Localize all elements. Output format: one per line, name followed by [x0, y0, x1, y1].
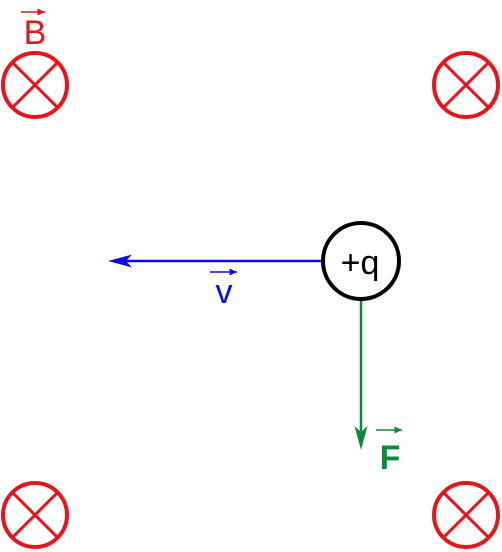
velocity-label-group: v — [210, 268, 237, 311]
force-label: F — [380, 439, 401, 477]
particle-label: +q — [341, 244, 380, 282]
field-into-page-icon — [432, 481, 500, 549]
force-vector-arrowhead — [394, 426, 402, 434]
velocity-vector — [108, 254, 322, 268]
velocity-arrowhead — [108, 254, 132, 268]
force-vector — [354, 300, 368, 450]
field-label-group: B — [21, 8, 47, 52]
particle-circle — [321, 221, 401, 301]
charged-particle: +q — [321, 221, 401, 301]
field-into-page-icon — [432, 51, 500, 119]
force-arrowhead — [354, 426, 368, 450]
field-label: B — [24, 14, 47, 52]
velocity-vector-arrowhead — [229, 268, 237, 276]
velocity-label: v — [216, 273, 233, 311]
field-into-page-icon — [1, 481, 69, 549]
force-label-group: F — [376, 426, 402, 477]
field-into-page-icon — [1, 51, 69, 119]
field-vector-arrowhead — [37, 8, 45, 16]
